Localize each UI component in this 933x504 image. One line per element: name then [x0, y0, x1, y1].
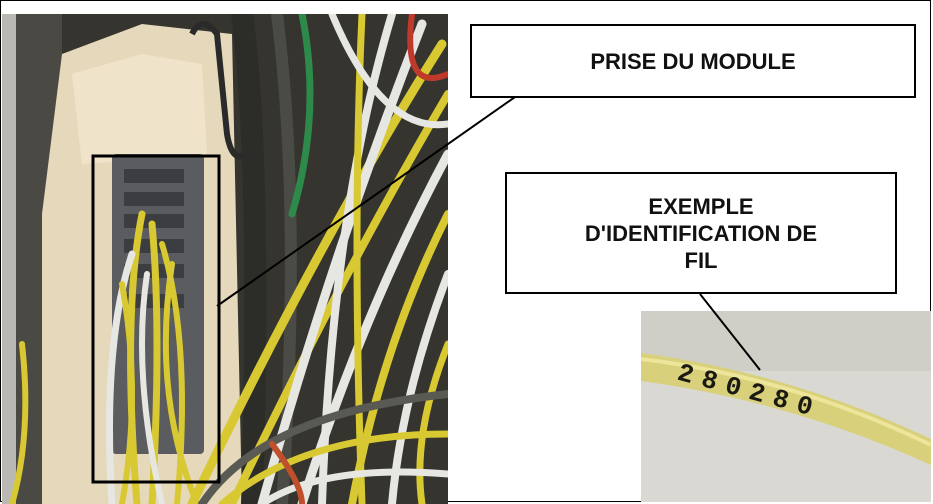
module-socket-callout: PRISE DU MODULE: [470, 24, 916, 98]
wire-id-callout-line3: FIL: [684, 247, 718, 273]
wire-id-callout: EXEMPLE D'IDENTIFICATION DE FIL: [505, 172, 897, 294]
module-socket-label: PRISE DU MODULE: [590, 48, 796, 74]
harness-photo: [2, 14, 448, 504]
harness-photo-drawing: [2, 14, 448, 504]
wire-id-callout-text: EXEMPLE D'IDENTIFICATION DE FIL: [585, 193, 817, 274]
wire-id-callout-line1: EXEMPLE: [648, 193, 754, 219]
wire-id-photo-drawing: [641, 311, 931, 502]
wire-id-callout-line2: D'IDENTIFICATION DE: [584, 220, 818, 246]
wire-id-photo: [641, 311, 931, 502]
